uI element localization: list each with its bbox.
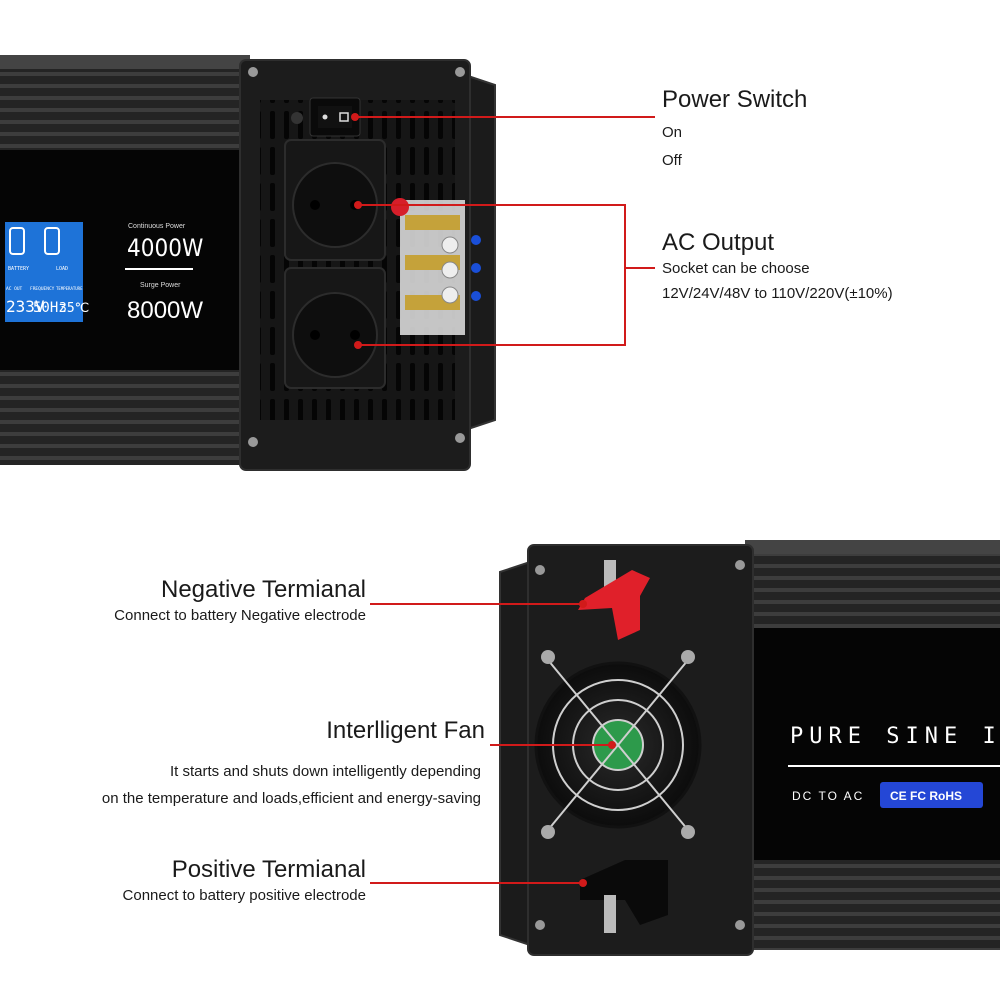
fan-desc-2: on the temperature and loads,efficient a… [101,790,481,807]
cert-badge [880,782,983,808]
continuous-power-label: Continuous Power [128,223,186,230]
side-label-title: PURE SINE INVE [790,724,1000,749]
power-divider [125,268,193,270]
positive-terminal-title: Positive Termianal [171,856,366,883]
lcd-battery-label: BATTERY [8,266,29,272]
lcd-acout-label: AC OUT [6,286,23,292]
lcd-temperature-label: TEMPERATURE [56,286,83,291]
lcd-display [5,222,83,322]
lcd-frequency-value: 50Hz [33,300,67,316]
terminal-cap-icon [578,560,650,640]
lcd-frequency-label: FREQUENCY [30,286,55,292]
cert-text: CE FC RoHS [890,789,962,803]
surge-power-value: 8000W [127,297,203,324]
bottom-leader-lines [370,600,616,887]
ac-output-line1: Socket can be choose [662,260,810,277]
fan-desc-1: It starts and shuts down intelligently d… [169,763,481,780]
ac-output-title: AC Output [662,229,775,256]
surge-power-label: Surge Power [140,282,181,289]
lcd-acout-value: 233V [6,297,45,316]
lcd-temperature-value: 35℃ [59,301,89,316]
lcd-load-label: LOAD [56,266,68,272]
screw-icon [248,67,258,77]
power-switch-off: Off [662,152,682,169]
bottom-inverter-body [499,540,1000,956]
ac-output-line2: 12V/24V/48V to 110V/220V(±10%) [662,285,893,302]
power-switch-on: On [662,124,683,141]
socket-icon [284,139,386,389]
negative-terminal-desc: Connect to battery Negative electrode [114,607,366,624]
top-leader-lines [351,113,655,349]
negative-terminal-title: Negative Termianal [161,576,366,603]
positive-terminal-desc: Connect to battery positive electrode [122,887,366,904]
side-label-sub: DC TO AC [792,789,864,803]
side-label-divider [788,765,1000,767]
continuous-power-value: 4000W [127,234,203,262]
power-switch-title: Power Switch [662,86,808,113]
fan-title: Interlligent Fan [326,717,485,744]
power-switch-icon [318,106,352,128]
